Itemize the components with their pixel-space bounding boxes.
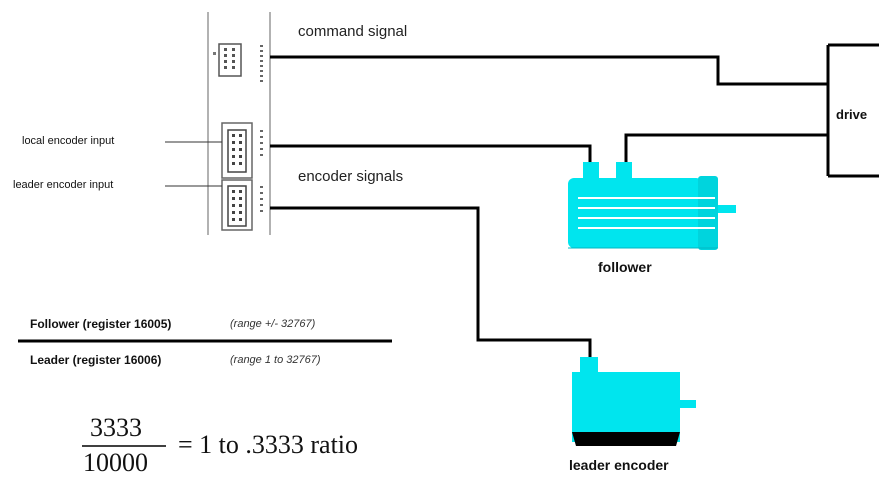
local-encoder-input-label: local encoder input bbox=[22, 135, 115, 147]
follower-label: follower bbox=[598, 259, 652, 275]
wires bbox=[270, 55, 828, 360]
follower-register-range: (range +/- 32767) bbox=[230, 318, 316, 330]
example-ratio-result: = 1 to .3333 ratio bbox=[178, 430, 359, 459]
leader-encoder-label: leader encoder bbox=[569, 457, 669, 473]
leader-encoder-wire bbox=[270, 206, 592, 360]
local-encoder-wire bbox=[270, 144, 592, 167]
drive-box bbox=[826, 43, 879, 178]
command-wire bbox=[270, 55, 828, 86]
controller-module bbox=[207, 12, 271, 235]
leader-register-label: Leader (register 16006) bbox=[30, 353, 162, 367]
follower-motor bbox=[568, 162, 736, 250]
example-denominator: 10000 bbox=[83, 448, 148, 477]
example-numerator: 3333 bbox=[90, 413, 142, 442]
command-connector bbox=[213, 43, 263, 82]
leader-register-range: (range 1 to 32767) bbox=[230, 354, 321, 366]
command-signal-label: command signal bbox=[298, 23, 408, 40]
drive-to-follower-wire bbox=[624, 133, 828, 167]
leader-encoder-input-label: leader encoder input bbox=[13, 179, 114, 191]
leader-encoder-motor bbox=[572, 357, 696, 446]
follower-register-label: Follower (register 16005) bbox=[30, 317, 172, 331]
leader-encoder-connector bbox=[221, 179, 263, 231]
local-encoder-connector bbox=[221, 122, 263, 179]
drive-label: drive bbox=[836, 107, 868, 122]
encoder-signals-label: encoder signals bbox=[298, 168, 404, 185]
